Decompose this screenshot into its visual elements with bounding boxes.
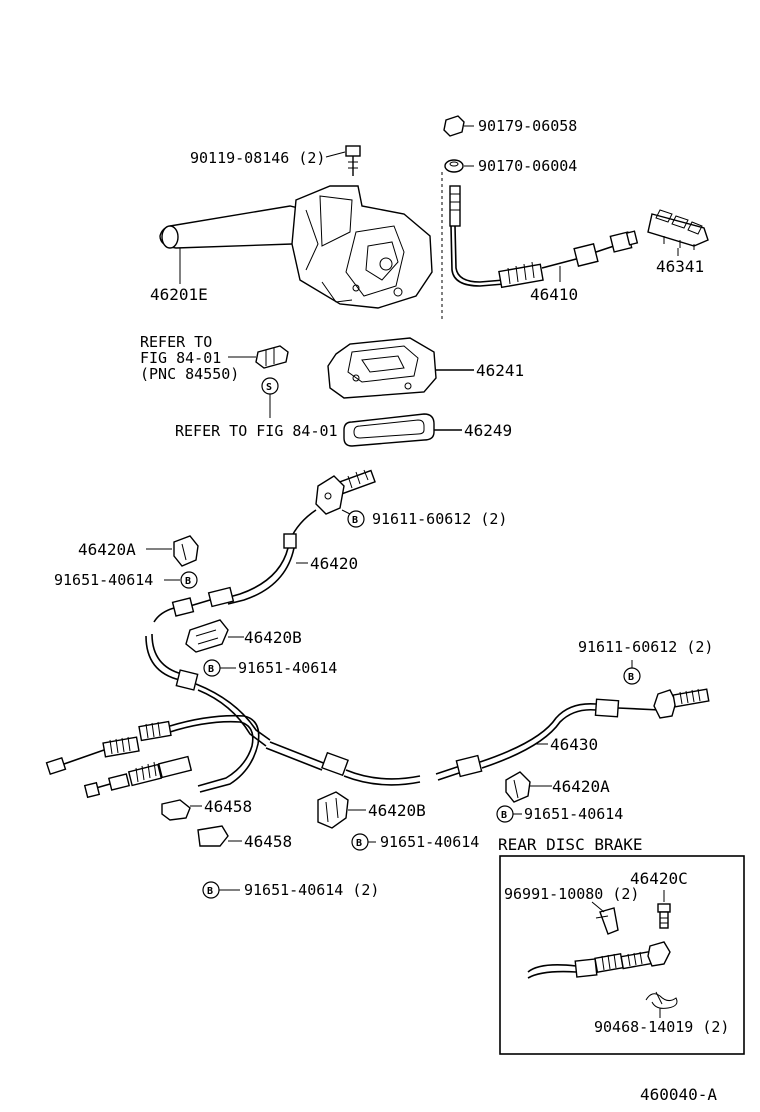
boot-46249 xyxy=(343,413,435,447)
label-90468: 90468-14019 (2) xyxy=(594,1018,729,1036)
rear-cable-end xyxy=(527,941,671,979)
inset-title: REAR DISC BRAKE xyxy=(498,835,643,854)
label-46249: 46249 xyxy=(464,421,512,440)
console-box-46241 xyxy=(327,337,437,399)
b-letter-5: B xyxy=(501,810,507,821)
label-90170: 90170-06004 xyxy=(478,157,577,175)
b-symbol-91611-b: B xyxy=(623,667,641,685)
clip-46458-b xyxy=(197,825,229,847)
label-46420A-b: 46420A xyxy=(552,777,610,796)
bracket-46420B-b xyxy=(317,791,349,829)
clamp-46420A-a xyxy=(173,535,199,567)
label-91651-c: 91651-40614 xyxy=(524,805,623,823)
label-46420: 46420 xyxy=(310,554,358,573)
b-letter-4: B xyxy=(628,672,634,683)
b-symbol-91611-a: B xyxy=(347,510,365,528)
label-96991: 96991-10080 (2) xyxy=(504,885,639,903)
nut-90179 xyxy=(443,115,465,137)
label-46201E: 46201E xyxy=(150,285,208,304)
refer-line-1: REFER TO xyxy=(140,333,212,351)
label-91651-b: 91651-40614 xyxy=(238,659,337,677)
label-46430: 46430 xyxy=(550,735,598,754)
b-symbol-91651-c: B xyxy=(496,805,514,823)
label-46458-b: 46458 xyxy=(244,832,292,851)
clip-46458-a xyxy=(161,799,191,821)
s-symbol-letter: S xyxy=(266,382,272,393)
label-91611-a: 91611-60612 (2) xyxy=(372,510,507,528)
bracket-46420B-a xyxy=(185,619,229,653)
label-46420B-a: 46420B xyxy=(244,628,302,647)
label-46420B-b: 46420B xyxy=(368,801,426,820)
parking-brake-lever xyxy=(159,185,433,309)
label-46458-a: 46458 xyxy=(204,797,252,816)
clip-90468 xyxy=(645,991,678,1009)
label-91651-a: 91651-40614 xyxy=(54,571,153,589)
clamp-46420A-b xyxy=(505,771,531,803)
b-symbol-91651-a: B xyxy=(180,571,198,589)
nut-90170 xyxy=(444,159,464,173)
refer-line-3: (PNC 84550) xyxy=(140,365,239,383)
label-46341: 46341 xyxy=(656,257,704,276)
b-letter-2: B xyxy=(185,576,191,587)
label-91611-b: 91611-60612 (2) xyxy=(578,638,713,656)
figure-code: 460040-A xyxy=(640,1085,717,1104)
connector-84550 xyxy=(255,345,289,369)
label-46420C: 46420C xyxy=(630,869,688,888)
inset-frame xyxy=(499,855,745,1055)
b-symbol-91651-d: B xyxy=(351,833,369,851)
cable-46430 xyxy=(435,688,710,781)
bolt-90119 xyxy=(345,145,361,176)
rear-cables xyxy=(45,633,421,799)
clip-96991 xyxy=(595,907,619,935)
b-letter-7: B xyxy=(207,886,213,897)
label-46410: 46410 xyxy=(530,285,578,304)
cable-46420 xyxy=(153,469,376,623)
b-letter-6: B xyxy=(356,838,362,849)
label-46420A-a: 46420A xyxy=(78,540,136,559)
refer-fig-label: REFER TO FIG 84-01 xyxy=(175,422,338,440)
b-symbol-91651-e: B xyxy=(202,881,220,899)
b-symbol-91651-b: B xyxy=(203,659,221,677)
cable-46410 xyxy=(449,185,639,289)
label-46241: 46241 xyxy=(476,361,524,380)
clip-46341 xyxy=(647,209,709,250)
bolt-46420C xyxy=(657,903,671,929)
label-90119: 90119-08146 (2) xyxy=(190,149,325,167)
b-letter-3: B xyxy=(208,664,214,675)
label-90179: 90179-06058 xyxy=(478,117,577,135)
s-symbol: S xyxy=(261,377,279,395)
label-91651-d: 91651-40614 xyxy=(380,833,479,851)
label-91651-e: 91651-40614 (2) xyxy=(244,881,379,899)
refer-line-2: FIG 84-01 xyxy=(140,349,221,367)
b-letter-1: B xyxy=(352,515,358,526)
